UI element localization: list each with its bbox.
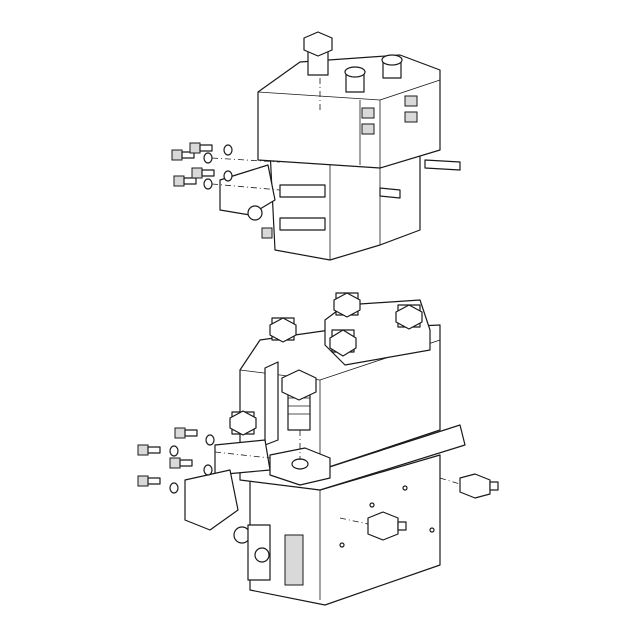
- lower-standoff-spacers: [367, 473, 499, 541]
- upper-terminal-bolt: [303, 31, 333, 76]
- upper-washers: [203, 144, 233, 190]
- lower-busbar-bracket: [214, 361, 331, 486]
- upper-coil-terminal: [404, 95, 418, 107]
- upper-terminal-stud: [344, 54, 403, 93]
- lower-washers: [169, 434, 215, 494]
- upper-mounting-bracket: [219, 164, 326, 231]
- upper-coil-terminal: [404, 111, 418, 123]
- upper-coil-terminal: [361, 107, 375, 119]
- lower-contactor: [137, 292, 499, 606]
- lower-hex-bolt: [281, 369, 317, 431]
- lower-terminal-studs: [229, 292, 423, 436]
- lower-screws: [137, 427, 198, 487]
- upper-contactor: [171, 31, 461, 261]
- upper-spacer-pin: [379, 159, 461, 199]
- upper-coil-terminal: [361, 123, 375, 135]
- lower-mounting-bracket: [184, 469, 304, 586]
- upper-screws: [171, 142, 273, 239]
